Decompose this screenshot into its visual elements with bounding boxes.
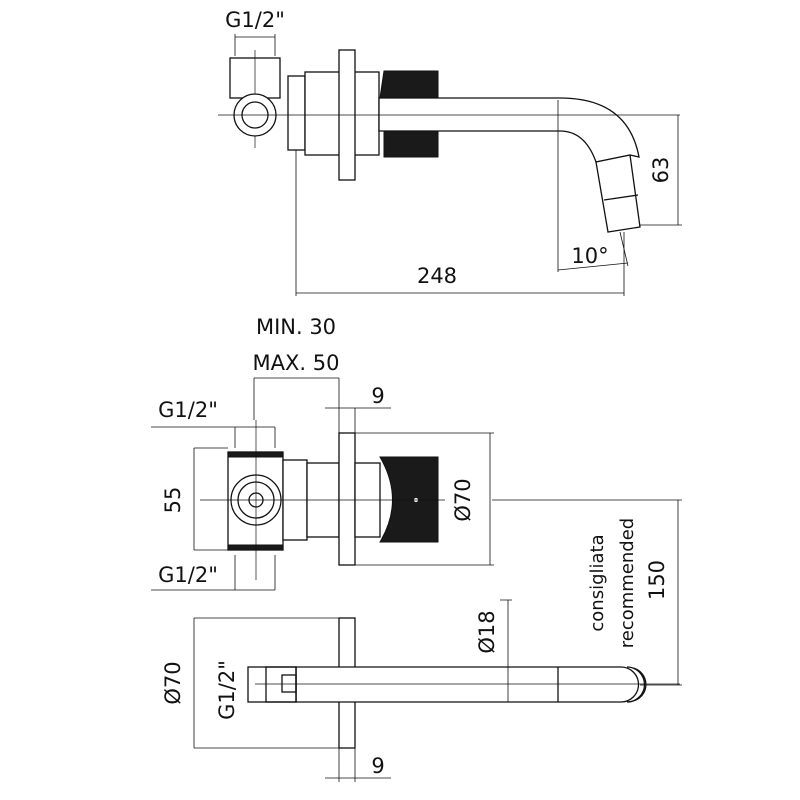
- pipe-diameter-dimension: [500, 599, 512, 702]
- side-flange-thickness-label: 9: [371, 754, 384, 778]
- flange-thickness-label: 9: [371, 384, 384, 408]
- side-flange-diameter-dimension: [193, 617, 355, 749]
- projection-dimension: [295, 150, 625, 296]
- top-view: G1/2" 63 248 10°: [218, 8, 682, 296]
- side-flange-thickness-dimension: [325, 748, 391, 782]
- side-inlet-core: [281, 674, 297, 693]
- angle-dimension: [557, 100, 629, 272]
- front-view: MIN. 30 MAX. 50 9 G1/2" G1/2" 55 Ø70 150…: [151, 315, 682, 686]
- flange-thickness-dimension: [325, 407, 391, 433]
- handle-knob-top: [379, 70, 439, 99]
- pipe-diameter-label: Ø18: [475, 610, 499, 653]
- housing-bottom-cap: [227, 544, 284, 551]
- recommended-distance-dimension: [492, 499, 682, 686]
- thread-dimension: [234, 34, 276, 56]
- top-thread-label: G1/2": [225, 8, 285, 32]
- pipe-end-curve: [626, 666, 647, 703]
- spout-tip-joint: [603, 194, 639, 201]
- connector: [287, 75, 306, 151]
- spout-pipe: [378, 97, 640, 163]
- handle-knob-bottom: [383, 129, 439, 158]
- side-pipe: [295, 666, 640, 703]
- escutcheon-flange: [338, 432, 356, 566]
- side-view: Ø70 9 G1/2" Ø18: [161, 599, 680, 782]
- thread-bottom-label: G1/2": [158, 563, 218, 587]
- side-flange-diameter-label: Ø70: [161, 661, 185, 704]
- recommended-en-label: recommended: [617, 518, 638, 648]
- thread-bottom-dimension: [151, 555, 276, 591]
- flange-diameter-dimension: [355, 432, 494, 566]
- body-height-label: 55: [161, 487, 185, 514]
- side-inlet-fitting: [247, 666, 297, 703]
- projection-label: 248: [417, 264, 457, 288]
- handle-knob: [379, 456, 439, 543]
- wall-depth-max: MAX. 50: [253, 351, 340, 375]
- thread-top-dimension: [151, 426, 276, 448]
- body-height-dimension: [193, 447, 228, 551]
- flange-diameter-label: Ø70: [451, 478, 475, 521]
- spout-tip: [595, 154, 641, 233]
- height-label: 63: [649, 157, 673, 184]
- recommended-it-label: consigliata: [587, 534, 608, 631]
- height-dimension: [640, 115, 682, 226]
- side-thread-label: G1/2": [215, 660, 239, 720]
- wall-depth-dimension: [253, 377, 340, 433]
- wall-depth-min: MIN. 30: [256, 315, 336, 339]
- thread-top-label: G1/2": [158, 398, 218, 422]
- housing-top-cap: [227, 451, 284, 458]
- recommended-distance-label: 150: [645, 560, 669, 600]
- angle-label: 10°: [571, 244, 608, 268]
